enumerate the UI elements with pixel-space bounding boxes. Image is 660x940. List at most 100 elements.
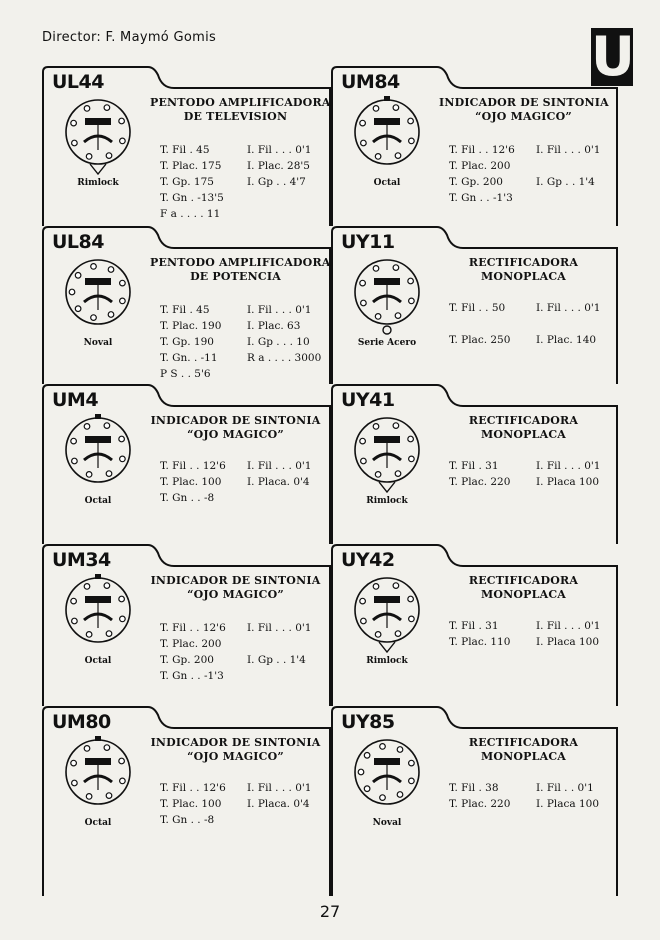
tube-code: UL84 bbox=[52, 231, 104, 253]
tube-title-line: MONOPLACA bbox=[480, 270, 567, 283]
spec-voltage: T. Gp. 175 bbox=[160, 176, 214, 188]
tube-title-line: “OJO MAGICO” bbox=[187, 428, 284, 441]
spec-current: I. Plac. 28'5 bbox=[247, 160, 310, 172]
spec-row: T. Plac. 200 bbox=[160, 636, 311, 652]
spec-voltage: T. Gn. . -11 bbox=[160, 352, 218, 364]
base-type-label: Rimlock bbox=[366, 496, 408, 506]
spec-voltage: T. Gn . . -8 bbox=[160, 492, 215, 504]
spec-voltage: T. Gn . . -8 bbox=[160, 814, 215, 826]
tube-socket-diagram bbox=[349, 412, 425, 498]
base-type-label: Octal bbox=[84, 656, 112, 666]
tube-title-line: “OJO MAGICO” bbox=[187, 750, 284, 763]
spec-row: T. Plac. 220 I. Placa 100 bbox=[449, 796, 599, 812]
panel-frame bbox=[42, 384, 331, 544]
spec-row: T. Gn . . -8 bbox=[160, 490, 311, 506]
tube-code: UM80 bbox=[52, 711, 111, 733]
spec-voltage: T. Gn . . -1'3 bbox=[160, 670, 224, 682]
spec-current: I. Plac. 140 bbox=[536, 334, 597, 346]
tube-code: UL44 bbox=[52, 71, 104, 93]
spec-current: I. Placa 100 bbox=[536, 636, 600, 648]
tube-title: INDICADOR DE SINTONIA“OJO MAGICO” bbox=[150, 414, 321, 442]
spec-voltage: T. Plac. 220 bbox=[449, 798, 511, 810]
base-type-label: Noval bbox=[83, 338, 113, 348]
tube-code: UY42 bbox=[341, 549, 395, 571]
tube-title-line: PENTODO AMPLIFICADORA bbox=[150, 96, 331, 109]
spec-current: I. Placa 100 bbox=[536, 798, 600, 810]
spec-current: I. Gp . . 4'7 bbox=[247, 176, 306, 188]
tube-title-line: INDICADOR DE SINTONIA bbox=[439, 96, 609, 109]
tube-title-line: MONOPLACA bbox=[480, 588, 567, 601]
tube-socket-diagram bbox=[60, 572, 136, 658]
spec-voltage: T. Fil . . 12'6 bbox=[449, 144, 515, 156]
spec-row bbox=[449, 316, 600, 332]
spec-voltage: T. Gn . -13'5 bbox=[160, 192, 224, 204]
spec-current: I. Fil . . . 0'1 bbox=[247, 144, 312, 156]
spec-row: P S . . 5'6 bbox=[160, 366, 321, 382]
spec-current: I. Fil . . 0'1 bbox=[536, 782, 594, 794]
base-type-label: Rimlock bbox=[77, 178, 119, 188]
tube-socket-diagram bbox=[349, 734, 425, 820]
spec-voltage: T. Fil . 45 bbox=[160, 304, 210, 316]
tube-title-line: DE TELEVISION bbox=[183, 110, 288, 123]
panel-frame bbox=[42, 544, 331, 706]
spec-row: T. Gp. 200 I. Gp . . 1'4 bbox=[449, 174, 600, 190]
spec-current: I. Gp . . 1'4 bbox=[536, 176, 595, 188]
panel-frame bbox=[42, 226, 331, 384]
spec-voltage: T. Gp. 200 bbox=[160, 654, 214, 666]
tube-socket-diagram bbox=[349, 94, 425, 180]
section-letter: U bbox=[591, 25, 635, 88]
spec-voltage: T. Plac. 200 bbox=[449, 160, 511, 172]
spec-current: I. Placa 100 bbox=[536, 476, 600, 488]
tube-socket-diagram bbox=[60, 734, 136, 820]
spec-voltage: T. Plac. 100 bbox=[160, 476, 222, 488]
base-type-label: Noval bbox=[372, 818, 402, 828]
tube-title-line: “OJO MAGICO” bbox=[187, 588, 284, 601]
spec-current: I. Fil . . . 0'1 bbox=[247, 460, 312, 472]
tube-title-line: PENTODO AMPLIFICADORA bbox=[150, 256, 331, 269]
tube-socket-diagram bbox=[349, 254, 425, 340]
panel-frame bbox=[331, 706, 618, 896]
spec-voltage: T. Plac. 100 bbox=[160, 798, 222, 810]
spec-current: I. Placa. 0'4 bbox=[247, 798, 310, 810]
panel-frame bbox=[331, 544, 618, 706]
spec-voltage: T. Gp. 200 bbox=[449, 176, 503, 188]
base-type-label: Octal bbox=[373, 178, 401, 188]
panel-frame bbox=[42, 66, 331, 226]
director-line: Director: F. Maymó Gomis bbox=[42, 30, 217, 45]
spec-voltage: T. Plac. 250 bbox=[449, 334, 511, 346]
spec-voltage: T. Fil . . 12'6 bbox=[160, 622, 226, 634]
tube-code: UM4 bbox=[52, 389, 99, 411]
spec-current: I. Plac. 63 bbox=[247, 320, 301, 332]
spec-current: I. Fil . . . 0'1 bbox=[536, 460, 601, 472]
